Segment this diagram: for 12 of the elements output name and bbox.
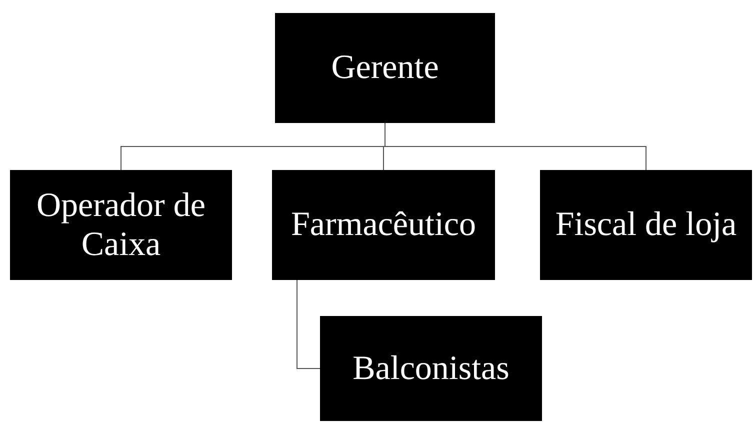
role-label: Balconistas — [352, 348, 510, 388]
role-label: Operador de Caixa — [36, 186, 206, 264]
connector-line — [384, 122, 646, 170]
org-box — [272, 170, 495, 280]
role-label: Fiscal de loja — [555, 205, 737, 245]
role-label: Gerente — [331, 48, 439, 88]
org-box — [10, 170, 232, 280]
org-box — [540, 170, 752, 280]
org-box — [320, 316, 542, 421]
org-box — [275, 13, 495, 123]
connector-line — [296, 280, 320, 369]
role-label: Farmacêutico — [290, 205, 476, 245]
